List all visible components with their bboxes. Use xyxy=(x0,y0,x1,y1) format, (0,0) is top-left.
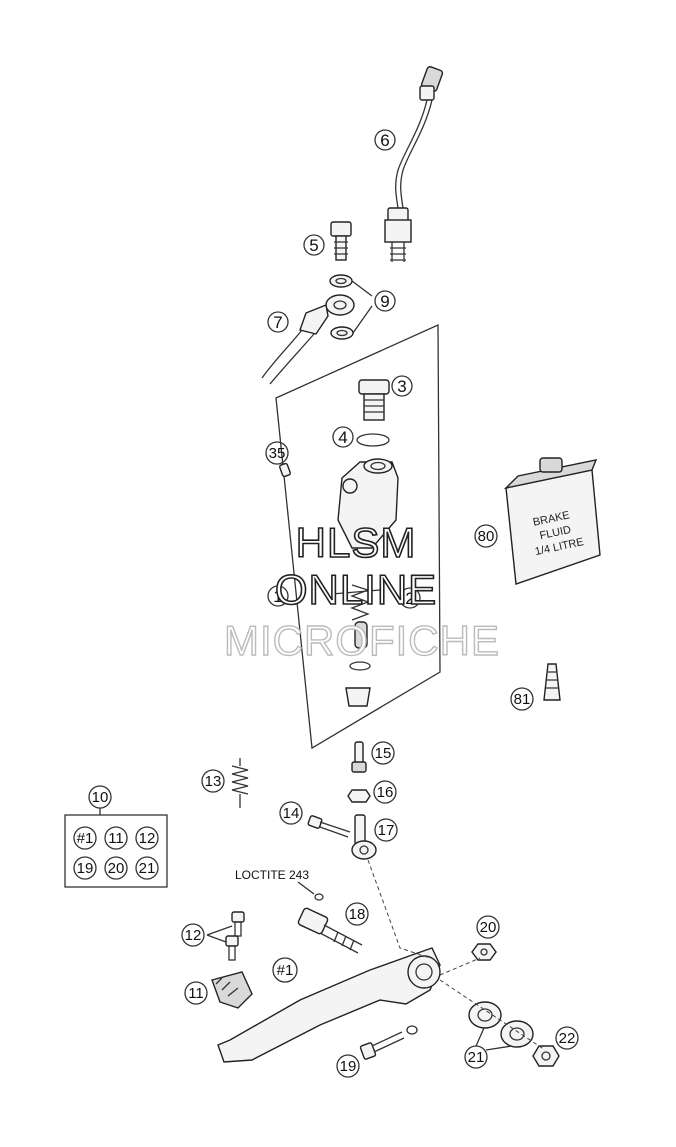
callout-13: 13 xyxy=(205,773,222,790)
master-cylinder-panel xyxy=(275,323,441,750)
assembly-line-pivot xyxy=(439,957,546,1051)
callout-2: 2 xyxy=(405,589,414,608)
watermark-line3: MICROFICHE xyxy=(224,617,500,664)
callout-16: 16 xyxy=(377,784,394,801)
brake-hose xyxy=(261,294,355,385)
loctite-note: LOCTITE 243 xyxy=(235,868,309,882)
callout-18: 18 xyxy=(349,906,366,923)
footrest-tip xyxy=(211,971,253,1009)
callout-12: 12 xyxy=(185,927,202,944)
bleeder-cap xyxy=(543,663,561,701)
callout-10: 10 xyxy=(92,789,109,806)
pivot-bolt xyxy=(307,815,351,838)
clevis xyxy=(351,814,377,860)
callout-9: 9 xyxy=(380,292,389,311)
kit-item-pedal: #1 xyxy=(77,830,94,847)
pedal-bolt xyxy=(359,1031,405,1060)
bleed-screw xyxy=(279,462,291,478)
callout-4: 4 xyxy=(338,428,347,447)
callout-22: 22 xyxy=(559,1030,576,1047)
callout-pedal: #1 xyxy=(277,962,294,979)
loctite-drop-icon xyxy=(314,893,324,901)
callout-35: 35 xyxy=(269,445,286,462)
watermark: HLSM ONLINE MICROFICHE xyxy=(223,518,500,665)
footrest-screws xyxy=(206,911,245,961)
kit-item-12: 12 xyxy=(139,830,156,847)
pivot-nut xyxy=(471,943,497,961)
callout-80: 80 xyxy=(478,528,495,545)
callout-3: 3 xyxy=(397,377,406,396)
callout-19: 19 xyxy=(340,1058,357,1075)
callout-7: 7 xyxy=(273,313,282,332)
callout-81: 81 xyxy=(514,691,531,708)
watermark-line1: HLSM xyxy=(296,519,417,566)
adjusting-bolt xyxy=(297,907,363,954)
watermark-line2: ONLINE xyxy=(275,566,437,613)
assembly-line-clevis xyxy=(367,859,431,959)
callouts: 6 5 9 7 3 4 35 80 1 2 81 15 13 16 10 14 … xyxy=(88,129,579,1078)
pedal-bearings xyxy=(468,1001,534,1048)
banjo-bolt xyxy=(330,221,352,261)
callout-21: 21 xyxy=(468,1049,485,1066)
sealing-washers xyxy=(329,274,373,340)
callout-15: 15 xyxy=(375,745,392,762)
push-rod xyxy=(347,741,371,803)
callout-14: 14 xyxy=(283,805,300,822)
callout-11: 11 xyxy=(188,985,204,1002)
kit-item-19: 19 xyxy=(77,860,94,877)
kit-item-11: 11 xyxy=(108,830,124,847)
kit-contents-box xyxy=(64,808,168,888)
callout-20: 20 xyxy=(480,919,497,936)
kit-box-items: #1 11 12 19 20 21 xyxy=(73,826,159,880)
loctite-leader xyxy=(297,881,315,895)
kit-item-20: 20 xyxy=(108,860,125,877)
brake-fluid-jug: BRAKE FLUID 1/4 LITRE xyxy=(503,457,601,585)
collar-nut xyxy=(532,1045,560,1067)
callout-17: 17 xyxy=(378,822,395,839)
brake-light-switch xyxy=(384,66,444,262)
callout-1: 1 xyxy=(273,587,282,606)
return-spring xyxy=(231,758,249,808)
kit-item-21: 21 xyxy=(139,860,156,877)
brake-pedal xyxy=(217,947,441,1063)
callout-6: 6 xyxy=(380,131,389,150)
callout-5: 5 xyxy=(309,236,318,255)
